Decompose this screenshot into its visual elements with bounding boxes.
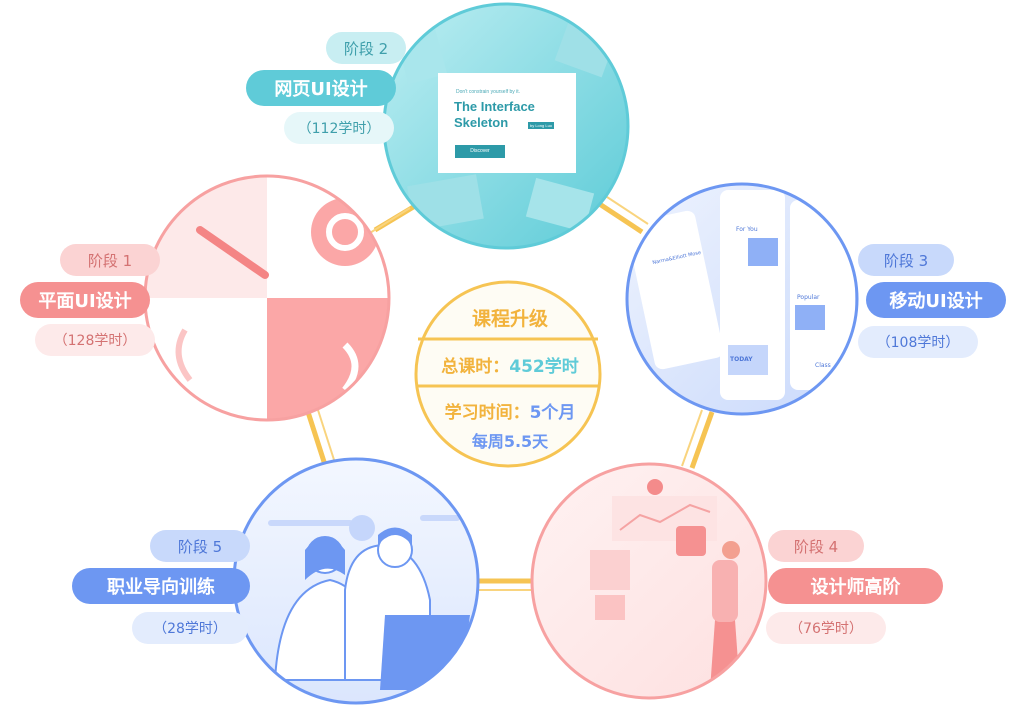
total-hours-value: 452学时 [509, 357, 579, 377]
study-duration-label: 学习时间： [444, 403, 530, 423]
stage-3-title[interactable]: 移动UI设计 [866, 282, 1006, 318]
connector-lines [305, 194, 715, 591]
stage-2-title[interactable]: 网页UI设计 [246, 70, 396, 106]
stage-5-title[interactable]: 职业导向训练 [72, 568, 250, 604]
stage-5-hours: （28学时） [132, 612, 248, 644]
web-card: Don't constrain yourself by it. The Inte… [440, 75, 574, 171]
web-card-heading-1: The Interface [454, 99, 535, 114]
stage-1-number: 阶段 1 [60, 244, 160, 276]
mobile-popular: Popular [797, 294, 820, 301]
weekly-schedule: 每周5.5天 [471, 432, 549, 451]
mobile-for-you: For You [736, 226, 758, 233]
stage-1-hours: （128学时） [35, 324, 155, 356]
center-circle [414, 280, 602, 468]
web-card-badge: by Long Luo [528, 122, 555, 129]
mobile-today: TODAY [730, 356, 753, 363]
web-card-heading-2: Skeleton [454, 115, 509, 130]
stage-4-number: 阶段 4 [768, 530, 864, 562]
study-duration: 学习时间：5个月 [405, 398, 615, 423]
stage-2-circle [382, 2, 630, 250]
web-card-tagline: Don't constrain yourself by it. [456, 89, 521, 95]
stage-4-circle [530, 462, 768, 700]
study-duration-value: 5个月 [529, 403, 576, 423]
center-title: 课程升级 [471, 308, 548, 330]
mobile-class: Class [815, 362, 831, 369]
web-card-button[interactable]: Discover [455, 145, 505, 158]
stage-5-circle [232, 457, 480, 705]
stage-1-circle [143, 174, 391, 422]
stage-2-hours: （112学时） [284, 112, 394, 144]
stage-4-title[interactable]: 设计师高阶 [768, 568, 943, 604]
stage-5-number: 阶段 5 [150, 530, 250, 562]
stage-3-number: 阶段 3 [858, 244, 954, 276]
stage-4-hours: （76学时） [766, 612, 886, 644]
total-hours-label: 总课时： [441, 357, 510, 377]
stage-3-circle [625, 182, 859, 416]
stage-2-number: 阶段 2 [326, 32, 406, 64]
stage-1-title[interactable]: 平面UI设计 [20, 282, 150, 318]
total-hours: 总课时：452学时 [405, 352, 615, 377]
stage-3-hours: （108学时） [858, 326, 978, 358]
